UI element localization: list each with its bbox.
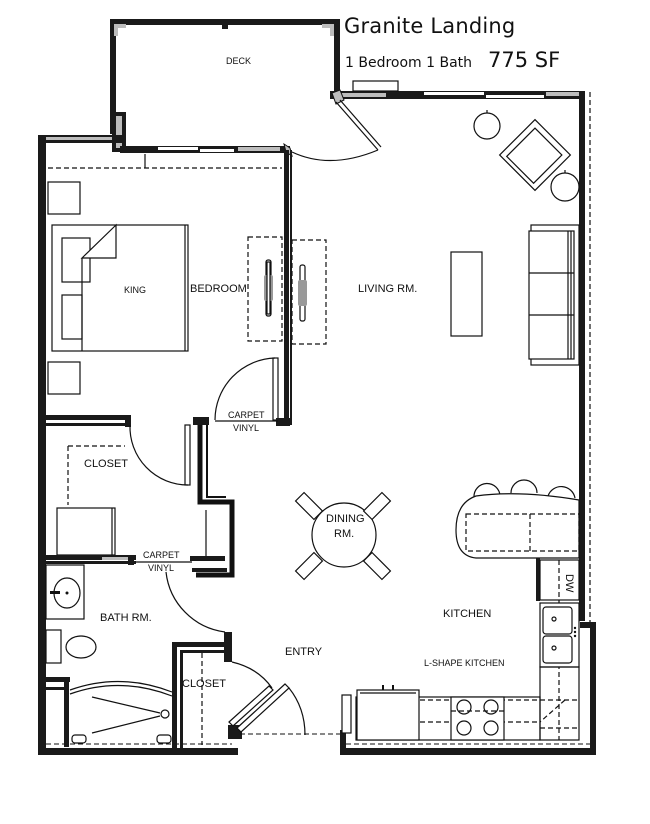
dining-label-line2: RM. <box>334 528 354 540</box>
entry-closet-label: CLOSET <box>182 678 226 690</box>
refrigerator <box>356 685 420 741</box>
bedroom: KING BEDROOM CARPET VINYL <box>47 150 292 433</box>
coffee-table <box>450 251 483 337</box>
dining-chair <box>294 491 324 521</box>
dining-room: DINING RM. <box>294 491 392 581</box>
king-bed: KING <box>51 223 189 352</box>
entry-label: ENTRY <box>285 646 323 658</box>
bedroom-closet-door[interactable] <box>129 424 191 486</box>
bed-label: KING <box>124 285 146 295</box>
bedroom-closet: CLOSET <box>46 415 191 565</box>
deck-door[interactable] <box>283 89 382 162</box>
dining-chair <box>294 551 324 581</box>
peninsula <box>455 479 580 559</box>
entry-closet: CLOSET <box>182 653 274 745</box>
kitchen-label: KITCHEN <box>443 608 491 620</box>
side-table <box>473 112 501 140</box>
plan-title: Granite Landing <box>344 14 516 38</box>
sofa <box>528 224 580 366</box>
bedroom-door[interactable] <box>214 357 279 421</box>
dining-chair <box>362 491 392 521</box>
bedroom-tv-stand <box>247 236 283 342</box>
exterior-walls <box>38 80 596 755</box>
deck: DECK <box>110 19 340 152</box>
bathroom: BATH RM. <box>45 564 232 748</box>
transition-bedroom-bottom: VINYL <box>233 423 259 433</box>
living-tv-stand <box>291 239 327 345</box>
dining-chair <box>362 551 392 581</box>
dining-table <box>311 502 377 568</box>
front-door[interactable] <box>236 683 306 736</box>
deck-label: DECK <box>226 56 251 66</box>
dining-label-line1: DINING <box>326 513 365 525</box>
living-room-label: LIVING RM. <box>358 283 417 295</box>
armchair <box>498 118 572 192</box>
transition-hall-bottom: VINYL <box>148 563 174 573</box>
transition-hall-top: CARPET <box>143 550 180 560</box>
square-footage: 775 SF <box>488 48 561 72</box>
transition-bedroom-top: CARPET <box>228 410 265 420</box>
range <box>450 696 505 741</box>
bathtub <box>46 677 173 747</box>
bath-label: BATH RM. <box>100 612 152 624</box>
kitchen-note: L-SHAPE KITCHEN <box>424 658 505 668</box>
kitchen: DW <box>341 479 580 741</box>
toilet-bowl <box>65 635 97 659</box>
washer-dryer <box>56 507 116 556</box>
bedroom-closet-label: CLOSET <box>84 458 128 470</box>
dishwasher-label: DW <box>563 574 575 593</box>
living-room: LIVING RM. <box>291 110 580 366</box>
bath-door[interactable] <box>165 571 226 633</box>
plan-subtitle: 1 Bedroom 1 Bath <box>345 55 473 71</box>
bedroom-label: BEDROOM <box>190 283 247 295</box>
hall-wall <box>190 417 235 578</box>
entry-closet-door[interactable] <box>228 661 274 727</box>
side-table <box>550 172 580 202</box>
double-sink <box>539 602 580 668</box>
toilet-tank <box>45 629 62 664</box>
